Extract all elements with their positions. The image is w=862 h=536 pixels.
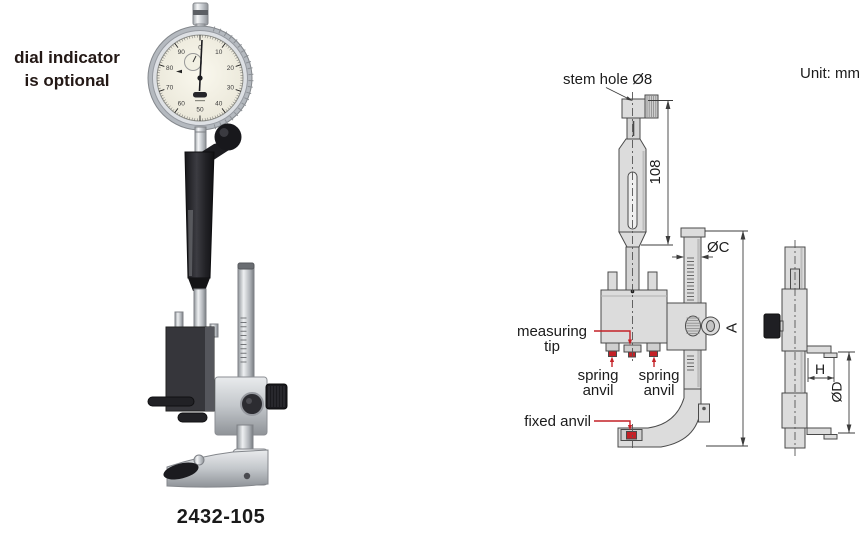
dial-indicator: 0 10 20 30 40 50 60 70 80 90	[147, 2, 254, 135]
svg-text:0: 0	[198, 45, 202, 52]
sv-bottom-arm-tip	[823, 434, 838, 440]
connecting-rod	[193, 288, 207, 332]
product-photo: 0 10 20 30 40 50 60 70 80 90	[147, 2, 288, 488]
model-number: 2432-105	[176, 506, 266, 528]
photo-caption: dial indicator is optional	[4, 46, 130, 92]
svg-text:30: 30	[227, 85, 235, 92]
callout-arrows	[609, 339, 657, 431]
dimension-arrows	[625, 96, 852, 447]
measuring-tip-label: measuring	[517, 323, 587, 340]
clamp-assembly	[147, 262, 288, 436]
spring-anvil-left	[605, 342, 620, 352]
lever-pivot	[193, 454, 205, 466]
callout-leader-lines	[594, 330, 655, 426]
adjust-knob	[265, 383, 288, 410]
depth-pin-upper	[147, 396, 195, 407]
unit-label: Unit: mm	[800, 65, 860, 82]
caption-line-1: dial indicator	[14, 48, 120, 67]
block-post-right	[647, 271, 658, 291]
needle-hub	[197, 75, 203, 81]
sv-bottom-arm	[806, 427, 832, 435]
block-post-left	[607, 271, 618, 291]
stem-knob-knurl	[646, 96, 657, 117]
dim-a-label: A	[724, 323, 741, 333]
caption-line-2: is optional	[24, 71, 110, 90]
sv-lower-block	[781, 392, 808, 429]
spring-anvil-right	[646, 342, 661, 352]
dim-108-label: 108	[647, 159, 664, 184]
svg-text:70: 70	[166, 85, 174, 92]
svg-text:20: 20	[227, 65, 235, 72]
bezel-knurl	[212, 26, 254, 130]
rod-ticks-lower	[687, 355, 694, 371]
spring-anvil-left-label: spring	[578, 367, 619, 384]
measuring-tip-label2: tip	[544, 338, 560, 355]
spring-anvil-right-label: spring	[639, 367, 680, 384]
front-view	[600, 92, 720, 449]
sv-top-arm-tip	[823, 352, 838, 358]
handle-grip	[184, 151, 215, 291]
dim-oc-label: ØC	[707, 239, 730, 256]
lock-cylinder	[240, 392, 264, 416]
dim-h-label: H	[815, 361, 825, 377]
arm-side-block	[698, 403, 710, 423]
dial-logo	[193, 92, 207, 98]
svg-text:10: 10	[215, 49, 223, 56]
spring-anvil-right-label2: anvil	[644, 382, 675, 399]
pivot-knob	[214, 123, 242, 151]
svg-text:60: 60	[178, 101, 186, 108]
clamp-lever	[163, 462, 199, 480]
sv-top-arm	[806, 345, 832, 354]
svg-text:40: 40	[215, 101, 223, 108]
dim-od-label: ØD	[829, 382, 845, 403]
tolerance-marker-icon	[176, 69, 182, 74]
rod-ticks-upper	[687, 257, 694, 301]
rod-cap	[680, 227, 706, 238]
stem-hole-label: stem hole Ø8	[563, 71, 652, 88]
base-assembly	[163, 424, 269, 488]
base-foot	[166, 449, 269, 488]
sv-clamp-knob	[763, 313, 781, 339]
dimension-lines	[605, 87, 855, 447]
sv-upper-block	[781, 288, 808, 352]
scale-rod-ticks	[240, 317, 247, 363]
spring-anvil-left-label2: anvil	[583, 382, 614, 399]
depth-pin-lower	[177, 412, 208, 423]
body-block	[600, 289, 668, 344]
svg-text:80: 80	[166, 65, 174, 72]
fixed-anvil-label: fixed anvil	[524, 413, 591, 430]
technical-drawing: stem hole Ø8 Unit: mm 108 ØC A H ØD meas…	[517, 65, 860, 456]
svg-text:90: 90	[178, 49, 186, 56]
indicator-stem	[194, 131, 207, 154]
side-view	[763, 240, 838, 456]
dial-ticks-minor	[157, 35, 243, 121]
stem-cap	[621, 98, 646, 119]
dial-needle	[198, 39, 203, 92]
dial-numbers: 0 10 20 30 40 50 60 70 80 90	[166, 45, 234, 114]
svg-text:50: 50	[196, 107, 204, 114]
dial-ticks-major	[158, 35, 242, 121]
